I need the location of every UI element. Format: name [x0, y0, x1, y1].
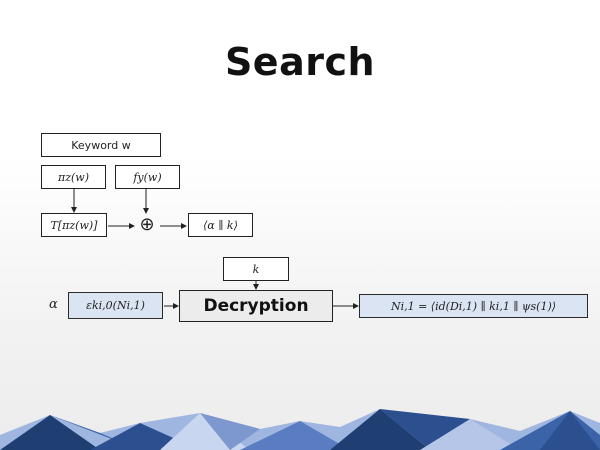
xor-symbol: ⊕ [139, 214, 155, 235]
decryption-box: Decryption [179, 290, 333, 322]
n-box: Ni,1 = ⟨id(Di,1) ∥ ki,1 ∥ ψs(1)⟩ [359, 294, 588, 318]
k-box: k [223, 257, 289, 281]
mountain-footer [0, 409, 600, 450]
alpha-label: α [49, 297, 58, 312]
t-box: T[πz(w)] [41, 213, 107, 237]
connector-arrows [71, 189, 359, 309]
enc-box: εki,0(Ni,1) [68, 292, 163, 319]
pi-box: πz(w) [41, 165, 106, 189]
keyword-box: Keyword w [41, 133, 161, 157]
alpha-k-box: ⟨α ∥ k⟩ [188, 213, 253, 237]
slide-title: Search [224, 40, 376, 84]
f-box: fy(w) [115, 165, 180, 189]
